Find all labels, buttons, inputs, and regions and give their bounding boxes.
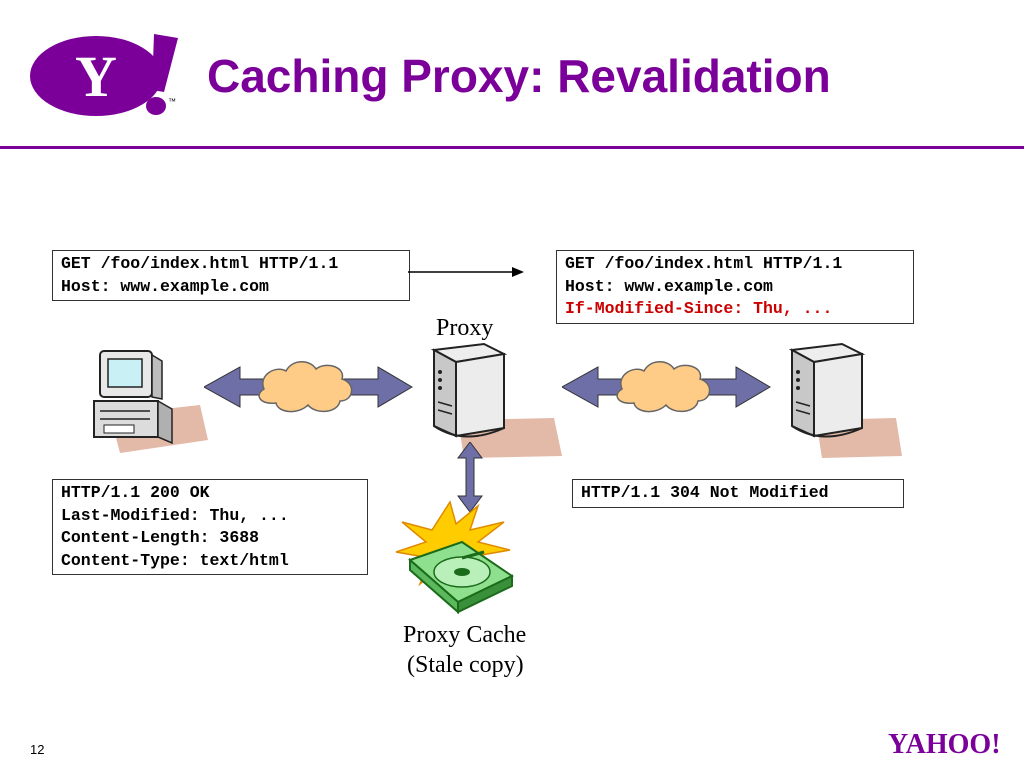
request-left-box: GET /foo/index.html HTTP/1.1 Host: www.e… [52, 250, 410, 301]
response-left-line: Last-Modified: Thu, ... [61, 505, 289, 525]
cache-disk-icon [395, 500, 514, 615]
response-left-line: Content-Length: 3688 [61, 528, 260, 547]
internet-cloud-icon [616, 361, 711, 413]
response-left-line: HTTP/1.1 200 OK [61, 483, 210, 502]
cache-label-line2: (Stale copy) [407, 652, 524, 678]
proxy-server-icon [430, 342, 562, 458]
trademark-glyph: ™ [168, 97, 176, 106]
request-left-line: GET /foo/index.html HTTP/1.1 [61, 254, 339, 273]
svg-text:YAHOO!: YAHOO! [888, 729, 1001, 760]
yahoo-logo: Y ™ [30, 34, 178, 116]
client-computer-icon [93, 350, 208, 453]
origin-server-icon [788, 342, 902, 458]
forward-arrow [408, 267, 524, 277]
cache-link [457, 442, 483, 512]
response-right-box: HTTP/1.1 304 Not Modified [572, 479, 904, 508]
request-left-line: Host: www.example.com [61, 276, 269, 296]
slide-title: Caching Proxy: Revalidation [207, 50, 831, 102]
logo-letter: Y [75, 44, 117, 109]
request-right-line: GET /foo/index.html HTTP/1.1 [565, 254, 843, 273]
internet-cloud-icon [258, 361, 353, 413]
proxy-label: Proxy [436, 315, 494, 341]
response-left-line: Content-Type: text/html [61, 550, 289, 570]
cache-label-line1: Proxy Cache [403, 622, 527, 648]
footer-yahoo-logo: YAHOO! [888, 729, 1001, 760]
response-left-box: HTTP/1.1 200 OK Last-Modified: Thu, ... … [52, 479, 368, 575]
title-divider [0, 146, 1024, 149]
page-number: 12 [30, 742, 45, 757]
request-right-box: GET /foo/index.html HTTP/1.1 Host: www.e… [556, 250, 914, 324]
if-modified-since-line: If-Modified-Since: Thu, ... [565, 299, 833, 318]
server-link [562, 361, 771, 413]
request-right-line: Host: www.example.com [565, 276, 773, 296]
client-link [204, 361, 413, 413]
response-right-line: HTTP/1.1 304 Not Modified [581, 483, 829, 502]
